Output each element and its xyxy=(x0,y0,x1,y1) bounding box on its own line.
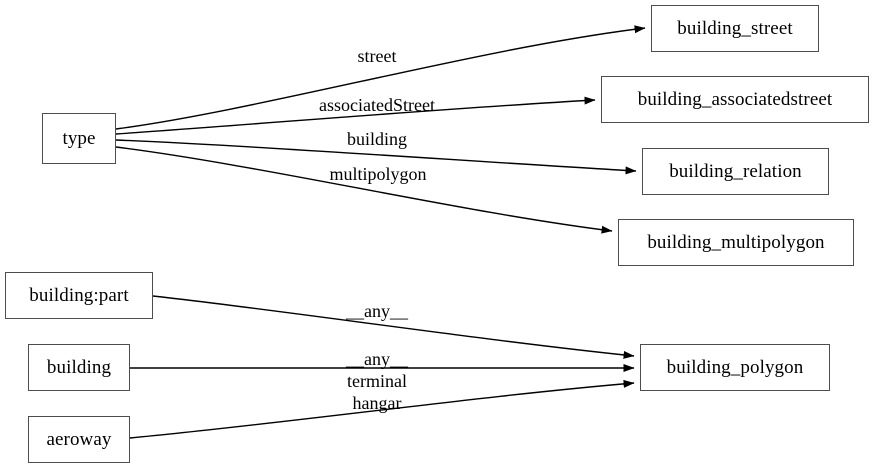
node-label: building_relation xyxy=(669,161,802,182)
node-label: type xyxy=(62,128,96,149)
node-building_part[interactable]: building:part xyxy=(5,272,153,319)
node-label: building xyxy=(46,357,112,378)
edge-type-to-building_relation xyxy=(115,139,637,175)
node-label: aeroway xyxy=(46,429,112,450)
edge-label-l6: __any__ xyxy=(346,349,408,369)
edge-label-l7: terminal xyxy=(347,371,407,391)
edge-label-l4: multipolygon xyxy=(329,164,427,184)
node-building[interactable]: building xyxy=(28,344,130,391)
node-building_multipolygon[interactable]: building_multipolygon xyxy=(618,219,854,266)
edge-type-to-building_associatedstreet xyxy=(115,96,596,135)
node-type[interactable]: type xyxy=(42,113,116,164)
edge-label-l5: __any__ xyxy=(346,301,408,321)
edge-label-l3: building xyxy=(346,129,408,149)
node-label: building_multipolygon xyxy=(647,232,825,253)
edge-label-l2: associatedStreet xyxy=(319,95,435,115)
node-building_polygon[interactable]: building_polygon xyxy=(640,344,830,391)
node-label: building_street xyxy=(677,18,793,39)
edge-label-l8: hangar xyxy=(352,393,402,413)
node-building_street[interactable]: building_street xyxy=(651,5,819,52)
node-building_associatedstreet[interactable]: building_associatedstreet xyxy=(601,76,869,123)
edge-type-to-building_multipolygon xyxy=(115,146,613,234)
edge-aeroway-to-building_polygon xyxy=(129,379,635,439)
node-building_relation[interactable]: building_relation xyxy=(642,148,829,195)
edges-group xyxy=(115,25,646,439)
edge-building_part-to-building_polygon xyxy=(152,295,635,359)
node-label: building_associatedstreet xyxy=(637,89,833,110)
edge-type-to-building_street xyxy=(115,25,646,130)
node-label: building_polygon xyxy=(666,357,804,378)
node-aeroway[interactable]: aeroway xyxy=(28,416,130,463)
edge-label-l1: street xyxy=(357,46,397,66)
node-label: building:part xyxy=(29,285,129,306)
